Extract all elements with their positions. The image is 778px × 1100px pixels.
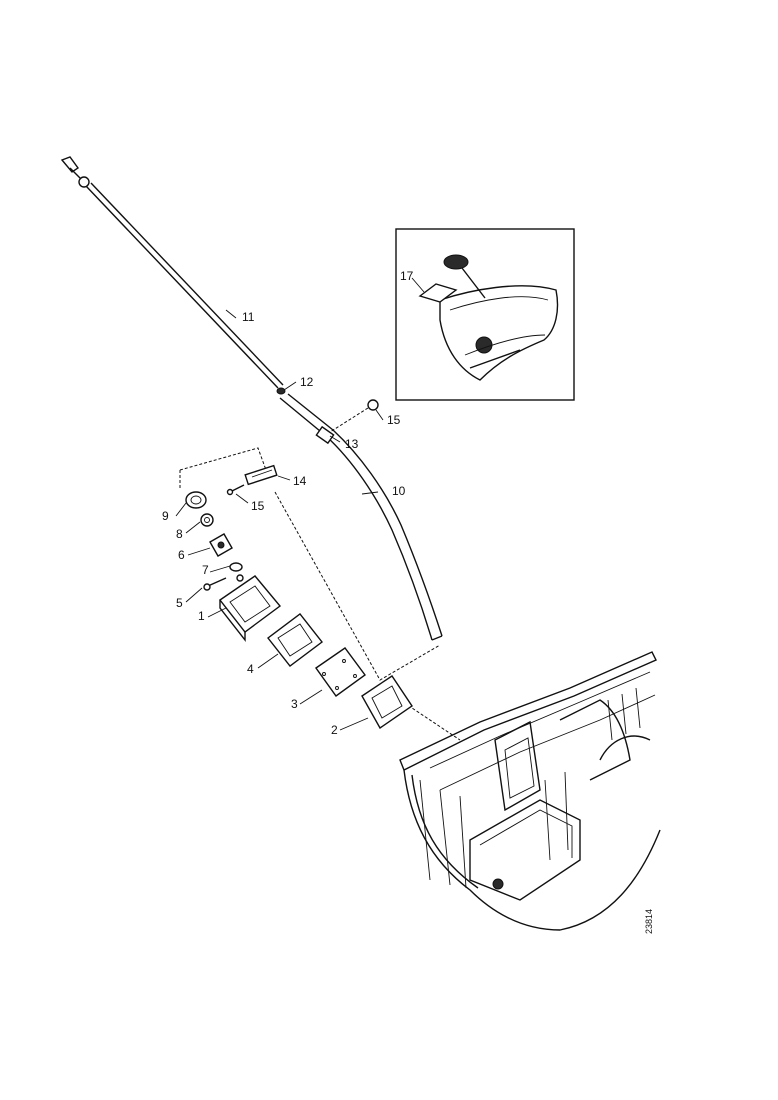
guide-tube <box>279 393 443 641</box>
callout-10: 10 <box>392 484 406 498</box>
bracket <box>244 464 278 486</box>
leader-lines <box>175 277 425 731</box>
bolt-15 <box>226 484 245 496</box>
inset-gasket <box>418 283 458 303</box>
callout-1: 1 <box>198 609 205 623</box>
callout-13: 13 <box>345 437 359 451</box>
detail-inset <box>395 228 575 401</box>
bolt-16 <box>329 399 379 433</box>
washer <box>200 513 214 527</box>
gasket-upper <box>267 613 323 667</box>
figure-reference-number: 23814 <box>644 909 654 934</box>
callout-labels: 1 2 3 4 5 6 7 8 9 10 11 12 13 14 15 15 1… <box>162 269 414 737</box>
callout-15-lower: 15 <box>251 499 265 513</box>
oil-pan <box>399 651 661 931</box>
fitting <box>209 533 233 557</box>
callout-11: 11 <box>242 310 255 324</box>
screw <box>203 574 244 591</box>
dipstick <box>60 156 284 389</box>
callout-8: 8 <box>176 527 183 541</box>
callout-3: 3 <box>291 697 298 711</box>
callout-5: 5 <box>176 596 183 610</box>
seal-ring <box>229 562 243 572</box>
gasket-lower <box>361 675 413 730</box>
callout-4: 4 <box>247 662 254 676</box>
cover-plate <box>315 647 366 697</box>
callout-9: 9 <box>162 509 169 523</box>
inset-cover <box>439 254 559 381</box>
callout-7: 7 <box>202 563 209 577</box>
flange-housing <box>218 575 282 643</box>
o-ring <box>276 387 286 395</box>
cap <box>185 491 207 509</box>
assembly-lines <box>179 447 461 741</box>
callout-12: 12 <box>300 375 314 389</box>
callout-6: 6 <box>178 548 185 562</box>
callout-2: 2 <box>331 723 338 737</box>
callout-15-upper: 15 <box>387 413 401 427</box>
callout-14: 14 <box>293 474 307 488</box>
tube-clip <box>315 425 335 445</box>
callout-17: 17 <box>400 269 414 283</box>
